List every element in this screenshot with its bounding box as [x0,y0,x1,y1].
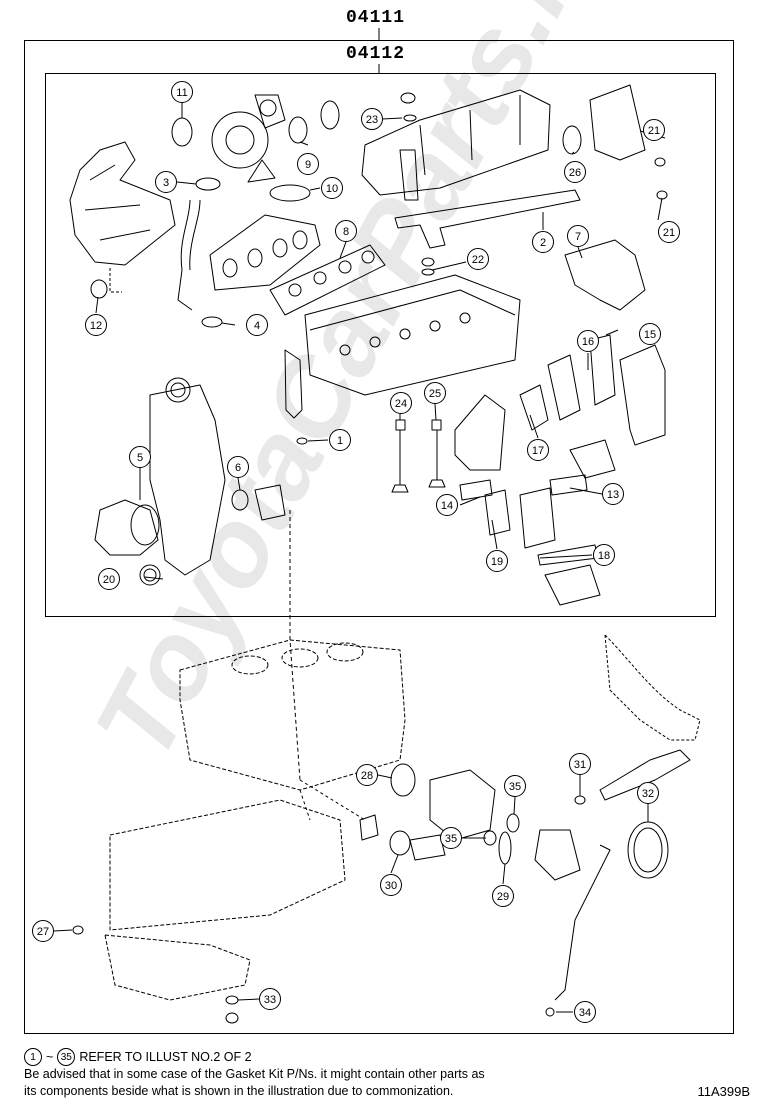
callout-21-upper[interactable]: 21 [643,119,665,141]
figure-id: 11A399B [697,1084,750,1099]
callout-23[interactable]: 23 [361,108,383,130]
exhaust-manifold-shape [69,141,176,293]
callout-8[interactable]: 8 [335,220,357,242]
callout-10[interactable]: 10 [321,177,343,199]
callout-28[interactable]: 28 [356,764,378,786]
footnote: 1 ~ 35 REFER TO ILLUST NO.2 OF 2 Be advi… [24,1048,485,1100]
callout-31[interactable]: 31 [569,753,591,775]
head-cover-shape [361,89,551,201]
callout-17[interactable]: 17 [527,439,549,461]
manifold-gasket-8-shape [269,244,386,316]
callout-34[interactable]: 34 [574,1001,596,1023]
callout-24[interactable]: 24 [390,392,412,414]
injector-shape [284,349,303,419]
cylinder-block-shape [179,639,406,791]
timing-cover-shape [149,377,226,576]
callout-32[interactable]: 32 [637,782,659,804]
callout-7[interactable]: 7 [567,225,589,247]
callout-33[interactable]: 33 [259,988,281,1010]
cylinder-head-shape [304,274,521,396]
callout-16[interactable]: 16 [577,330,599,352]
head-cover-gasket-shape [394,189,581,249]
intake-manifold-shape [209,214,321,291]
callout-35-left[interactable]: 35 [440,827,462,849]
callout-35-right[interactable]: 35 [504,775,526,797]
callout-13[interactable]: 13 [602,483,624,505]
outer-kit-frame [24,40,734,1034]
callout-12[interactable]: 12 [85,314,107,336]
oil-pan-shape [104,779,366,1001]
turbocharger-shape [211,94,286,183]
range-separator: ~ [46,1049,54,1064]
callout-27[interactable]: 27 [32,920,54,942]
callout-1[interactable]: 1 [329,429,351,451]
footnote-reference: 1 ~ 35 REFER TO ILLUST NO.2 OF 2 [24,1048,485,1066]
callout-22[interactable]: 22 [467,248,489,270]
callout-3[interactable]: 3 [155,171,177,193]
callout-5[interactable]: 5 [129,446,151,468]
callout-15[interactable]: 15 [639,323,661,345]
callout-19[interactable]: 19 [486,550,508,572]
advisory-line-1: Be advised that in some case of the Gask… [24,1067,485,1081]
callout-4[interactable]: 4 [246,314,268,336]
callout-14[interactable]: 14 [436,494,458,516]
callout-30[interactable]: 30 [380,874,402,896]
callout-2[interactable]: 2 [532,231,554,253]
reference-text: REFER TO ILLUST NO.2 OF 2 [79,1049,252,1064]
advisory-line-2: its components beside what is shown in t… [24,1084,454,1098]
callout-20[interactable]: 20 [98,568,120,590]
callout-25[interactable]: 25 [424,382,446,404]
inner-kit-frame [45,73,716,617]
range-start-badge: 1 [24,1048,42,1066]
water-pump-shape [94,499,159,556]
callout-9[interactable]: 9 [297,153,319,175]
callout-11[interactable]: 11 [171,81,193,103]
range-end-badge: 35 [57,1048,76,1066]
inner-kit-code: 04112 [346,44,406,64]
outer-kit-code: 04111 [346,8,406,28]
callout-21-lower[interactable]: 21 [658,221,680,243]
callout-18[interactable]: 18 [593,544,615,566]
callout-6[interactable]: 6 [227,456,249,478]
oil-pipe-shape [177,199,193,311]
callout-26[interactable]: 26 [564,161,586,183]
callout-29[interactable]: 29 [492,885,514,907]
